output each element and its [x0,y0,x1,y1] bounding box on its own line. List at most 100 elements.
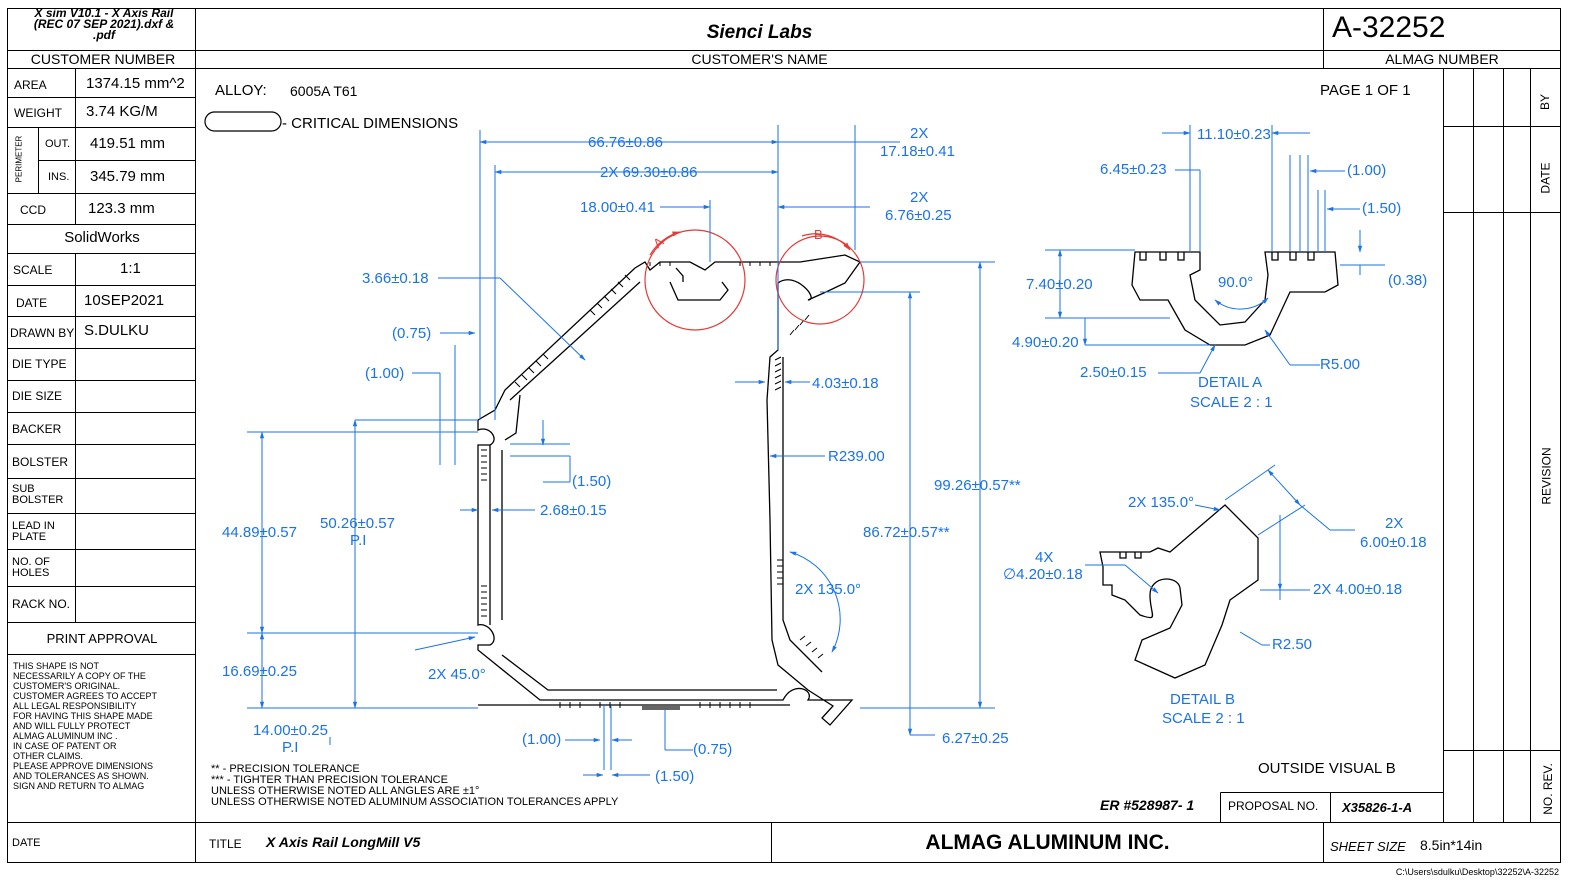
detail-a-150: (1.50) [1362,200,1402,217]
print-approval: PRINT APPROVAL [46,631,158,646]
dim-100a-value: 1.00 [370,365,400,382]
detail-circles [644,229,865,331]
scale-value: 1:1 [120,260,141,277]
dim-a45: 2X 45.0° [428,666,486,683]
detail-a-1110: 11.10±0.23 [1197,126,1271,143]
dim-r239: R239.00 [828,448,885,465]
file-name-line3: .pdf [93,28,115,42]
holes-label: NO. OF HOLES [12,557,50,579]
note-line: UNLESS OTHERWISE NOTED ALL ANGLES ARE ±1… [211,785,480,797]
area-value: 1374.15 mm^2 [86,75,185,92]
feature-bar [642,706,680,710]
drawn-by-label: DRAWN BY [10,326,75,340]
detail-b-2x: 2X [1385,515,1404,532]
detail-b-dia: ∅4.20±0.18 [1003,566,1083,583]
scale-label: SCALE [13,263,53,277]
dim-18: 18.00±0.41 [580,199,655,216]
customer-number-label: CUSTOMER NUMBER [30,51,176,67]
disclaimer-line: SIGN AND RETURN TO ALMAG [13,781,145,791]
dim-2x-top: 2X [910,125,929,142]
detail-b-4x: 4X [1035,549,1054,566]
disclaimer-line: FOR HAVING THIS SHAPE MADE [13,711,153,721]
proposal-value: X35826-1-A [1342,800,1413,815]
outside-visual: OUTSIDE VISUAL B [1258,760,1396,777]
detail-a-038-value: 0.38 [1393,272,1423,289]
detail-a-150-value: 1.50 [1367,200,1397,217]
dim-9926: 99.26±0.57** [934,477,1021,494]
detail-b-r250: R2.50 [1272,636,1313,653]
backer-label: BACKER [12,422,62,436]
rev-date-label: DATE [1538,162,1553,194]
file-name-line2: (REC 07 SEP 2021).dxf & [33,17,175,31]
out-label: OUT. [45,138,71,150]
critical-dimension-symbol [204,111,282,132]
title-value: X Axis Rail LongMill V5 [266,834,421,850]
disclaimer-line: PLEASE APPROVE DIMENSIONS [13,761,154,771]
die-type-label: DIE TYPE [12,357,67,371]
lead-in-line2: PLATE [12,531,47,543]
detail-b-dims [1085,464,1355,646]
alloy-value: 6005A T61 [290,83,358,99]
disclaimer-line: ALL LEGAL RESPONSIBILITY [13,701,137,711]
detail-a-a90: 90.0° [1218,274,1254,291]
lead-in-line1: LEAD IN [12,520,55,532]
bolster-label: BOLSTER [12,455,69,469]
serrations [481,262,824,708]
detail-b-shape [1099,504,1259,679]
detail-b-600: 6.00±0.18 [1360,534,1427,551]
title-label: TITLE [209,837,242,851]
dim-pi-a: P.I [350,532,367,549]
almag-number-label: ALMAG NUMBER [1385,51,1499,67]
ins-label: INS. [48,171,70,183]
dim-5026: 50.26±0.57 [320,515,395,532]
area-label: AREA [14,78,47,92]
dim-100a: (1.00) [365,365,405,382]
dim-4489: 44.89±0.57 [222,524,297,541]
disclaimer-line: OTHER CLAIMS. [13,751,84,761]
detail-a-038: (0.38) [1388,272,1428,289]
detail-a-title: DETAIL A [1198,374,1263,391]
software: SolidWorks [64,229,140,246]
detail-a-490: 4.90±0.20 [1012,334,1079,351]
dim-676: 6.76±0.25 [885,207,952,224]
sub-bolster-label: SUB BOLSTER [12,484,63,506]
disclaimer-line: THIS SHAPE IS NOT [13,661,100,671]
disclaimer-line: AND WILL FULLY PROTECT [13,721,131,731]
die-size-label: DIE SIZE [12,389,63,403]
dim-66: 66.76±0.86 [588,134,663,151]
file-path: C:\Users\sdulku\Desktop\32252\A-32252 [1395,867,1559,877]
drawn-by-value: S.DULKU [84,322,150,339]
dim-268: 2.68±0.15 [540,502,607,519]
rack-label: RACK NO. [12,597,71,611]
detail-a-740: 7.40±0.20 [1026,276,1093,293]
detail-b-title: DETAIL B [1170,691,1236,708]
disclaimer-line: CUSTOMER'S ORIGINAL. [13,681,121,691]
note-line: UNLESS OTHERWISE NOTED ALUMINUM ASSOCIAT… [211,796,619,808]
dimension-lines [247,125,995,778]
holes-line1: NO. OF [12,556,50,568]
dim-1400: 14.00±0.25 [253,722,328,739]
dim-366: 3.66±0.18 [362,270,429,287]
er-number: ER #528987- 1 [1100,797,1195,813]
holes-line2: HOLES [12,567,50,579]
detail-a-100: (1.00) [1347,162,1387,179]
weight-label: WEIGHT [14,106,62,120]
date-label: DATE [16,296,48,310]
almag-number: A-32252 [1332,11,1446,44]
disclaimer-line: ALMAG ALUMINUM INC . [13,731,118,741]
detail-a-100-value: 1.00 [1352,162,1382,179]
file-name-line1: X sim V10.1 - X Axis Rail [34,6,174,20]
lead-in-label: LEAD IN PLATE [12,521,55,543]
alloy-label: ALLOY: [215,82,267,99]
dim-69: 2X 69.30±0.86 [600,164,698,181]
dim-075a: (0.75) [392,325,432,342]
detail-b-a135: 2X 135.0° [1128,494,1195,511]
sheet-size-value: 8.5in*14in [1420,837,1483,853]
bottom-date-label: DATE [12,837,41,849]
weight-value: 3.74 KG/M [86,103,158,120]
detail-a-circle [644,229,746,331]
sheet-size-label: SHEET SIZE [1330,839,1406,854]
